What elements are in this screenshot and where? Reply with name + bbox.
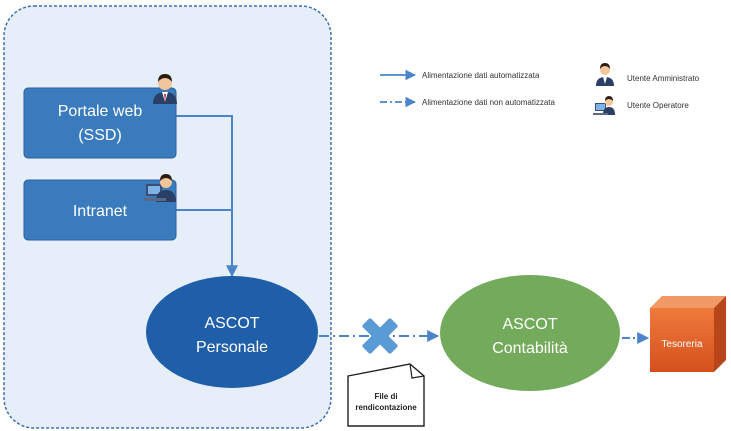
ascot-contabilita-node: ASCOT Contabilità: [440, 275, 620, 391]
ascot-personale-subtitle: Personale: [196, 339, 268, 356]
legend-admin-user-icon: [596, 63, 614, 86]
portale-web-box: Portale web (SSD): [23, 87, 177, 159]
tesoreria-cube: Tesoreria: [650, 296, 726, 372]
ascot-contabilita-subtitle: Contabilità: [492, 340, 568, 357]
legend-operator-label: Utente Operatore: [627, 101, 689, 110]
portale-web-sublabel: (SSD): [78, 127, 122, 144]
file-rendicontazione-document: File di rendicontazione: [347, 363, 425, 427]
file-rendicontazione-line2: rendicontazione: [355, 403, 417, 412]
portale-connector: [176, 115, 238, 278]
intranet-box: Intranet: [23, 179, 177, 241]
document-icon: [347, 363, 425, 427]
legend-automated-label: Alimentazione dati automatizzata: [422, 71, 540, 80]
ascot-personale-node: ASCOT Personale: [146, 276, 318, 388]
legend-operator-user-icon: [593, 96, 615, 115]
automated-connectors: [176, 115, 238, 278]
legend-admin-label: Utente Amministrato: [627, 74, 700, 83]
intranet-label: Intranet: [73, 203, 128, 220]
blocked-cross-icon: [362, 318, 398, 354]
ascot-contabilita-title: ASCOT: [502, 316, 557, 333]
legend: Alimentazione dati automatizzata Aliment…: [380, 63, 700, 115]
ascot-personale-title: ASCOT: [204, 315, 259, 332]
file-rendicontazione-line1: File di: [374, 392, 397, 401]
admin-user-icon: [153, 74, 177, 104]
portale-web-label: Portale web: [58, 103, 143, 120]
tesoreria-label: Tesoreria: [661, 339, 703, 350]
operator-user-icon: [144, 174, 176, 202]
legend-non-automated-label: Alimentazione dati non automatizzata: [422, 98, 556, 107]
